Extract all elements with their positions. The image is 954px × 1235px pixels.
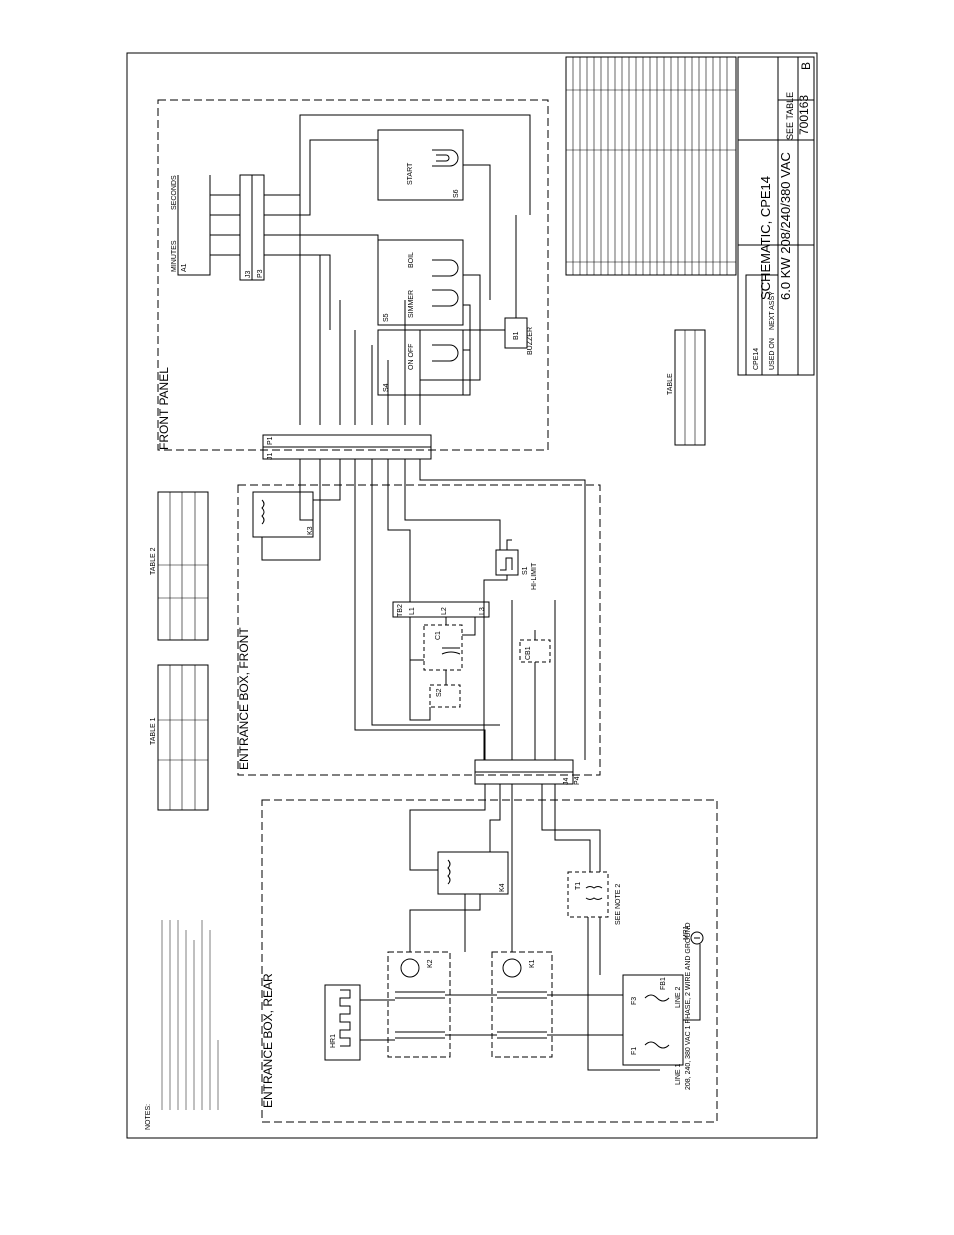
connector-j3-p3: J3 P3 bbox=[239, 174, 265, 281]
svg-text:S2: S2 bbox=[436, 688, 443, 697]
ground-mp1: MP1 bbox=[683, 926, 704, 945]
svg-text:K1: K1 bbox=[529, 959, 536, 968]
svg-text:S6: S6 bbox=[453, 189, 460, 198]
table-1: TABLE 1 bbox=[150, 664, 209, 811]
svg-text:LINE 1: LINE 1 bbox=[675, 1063, 682, 1085]
see-table-note: SEE TABLE bbox=[785, 92, 795, 140]
svg-text:ON OFF: ON OFF bbox=[408, 344, 415, 370]
svg-text:SEE NOTE 2: SEE NOTE 2 bbox=[615, 884, 622, 925]
heater-hr1: HR1 bbox=[324, 984, 361, 1061]
terminal-block-tb2: TB2 L1 L2 L3 bbox=[392, 601, 490, 618]
used-on-value: CPE14 bbox=[753, 348, 760, 370]
drawing-number: 700163 bbox=[797, 95, 811, 135]
parts-list-rows bbox=[566, 57, 736, 275]
switch-s6: S6 START bbox=[377, 129, 464, 201]
svg-text:K3: K3 bbox=[307, 526, 314, 535]
entrance-box-front-section: ENTRANCE BOX, FRONT K3 S1 HI-LIMIT TB2 L… bbox=[237, 459, 601, 776]
svg-text:J4: J4 bbox=[563, 778, 570, 786]
svg-text:SECONDS: SECONDS bbox=[171, 175, 178, 210]
connector-j4-p4: J4 P4 bbox=[474, 759, 581, 786]
relay-k4: K4 bbox=[437, 851, 509, 895]
notes: NOTES: bbox=[145, 920, 219, 1130]
entrance-box-rear-section: ENTRANCE BOX, REAR HR1 K2 K1 bbox=[261, 784, 718, 1123]
svg-text:A1: A1 bbox=[181, 263, 188, 272]
svg-text:C1: C1 bbox=[435, 631, 442, 640]
svg-text:S5: S5 bbox=[383, 313, 390, 322]
svg-text:B1: B1 bbox=[513, 331, 520, 340]
svg-text:MINUTES: MINUTES bbox=[171, 240, 178, 272]
svg-text:P3: P3 bbox=[257, 269, 264, 278]
svg-text:P4: P4 bbox=[574, 776, 581, 785]
entrance-front-label: ENTRANCE BOX, FRONT bbox=[237, 627, 251, 770]
front-panel-label: FRONT PANEL bbox=[157, 367, 171, 450]
svg-text:S4: S4 bbox=[383, 383, 390, 392]
table-title: TABLE bbox=[667, 373, 674, 395]
next-assy-label: NEXT ASSY bbox=[769, 291, 776, 330]
svg-text:BUZZER: BUZZER bbox=[527, 327, 534, 355]
svg-text:S1: S1 bbox=[522, 566, 529, 575]
svg-text:L3: L3 bbox=[479, 607, 486, 615]
svg-text:T1: T1 bbox=[575, 882, 582, 890]
svg-text:BOIL: BOIL bbox=[408, 252, 415, 268]
svg-text:SIMMER: SIMMER bbox=[408, 290, 415, 318]
svg-text:L2: L2 bbox=[441, 607, 448, 615]
svg-text:P1: P1 bbox=[267, 436, 274, 445]
timer-a1: A1 MINUTES SECONDS bbox=[171, 175, 240, 276]
drawing-revision: B bbox=[799, 62, 813, 70]
svg-text:L1: L1 bbox=[409, 607, 416, 615]
svg-text:MP1: MP1 bbox=[683, 926, 690, 941]
connector-j1-p1: J1 P1 bbox=[262, 434, 432, 461]
front-panel-section: FRONT PANEL A1 MINUTES SECONDS J3 P3 S6 … bbox=[157, 99, 549, 451]
capacitor-c1: C1 bbox=[423, 624, 463, 671]
drawing-title: SCHEMATIC, CPE14 bbox=[758, 176, 773, 300]
table-2-title: TABLE 2 bbox=[150, 547, 157, 575]
svg-text:TB2: TB2 bbox=[397, 604, 404, 617]
table-1-title: TABLE 1 bbox=[150, 717, 157, 745]
entrance-front-wiring bbox=[261, 459, 586, 760]
svg-text:FB1: FB1 bbox=[660, 977, 667, 990]
svg-text:LINE 2: LINE 2 bbox=[675, 986, 682, 1008]
svg-text:208, 240, 380 VAC 1 PHASE, 2 W: 208, 240, 380 VAC 1 PHASE, 2 WIRE AND GR… bbox=[685, 922, 692, 1090]
svg-text:START: START bbox=[407, 162, 414, 185]
drawing-border bbox=[126, 52, 818, 1139]
notes-heading: NOTES: bbox=[145, 1104, 152, 1130]
svg-text:K4: K4 bbox=[499, 883, 506, 892]
svg-text:J3: J3 bbox=[245, 271, 252, 279]
svg-text:CB1: CB1 bbox=[525, 646, 532, 660]
contactor-k1: K1 bbox=[491, 951, 553, 1058]
used-on-label: USED ON bbox=[769, 338, 776, 370]
relay-k3: K3 bbox=[252, 491, 314, 538]
buzzer-b1: B1 BUZZER bbox=[504, 317, 534, 355]
svg-text:J1: J1 bbox=[267, 453, 274, 461]
front-panel-wiring bbox=[264, 114, 531, 425]
table-2: TABLE 2 bbox=[150, 491, 209, 641]
breaker-cb1: CB1 bbox=[519, 639, 551, 663]
svg-text:K2: K2 bbox=[427, 959, 434, 968]
switch-s5: S5 SIMMER BOIL bbox=[377, 239, 464, 326]
entrance-rear-label: ENTRANCE BOX, REAR bbox=[261, 973, 275, 1108]
svg-text:HI-LIMIT: HI-LIMIT bbox=[531, 562, 538, 590]
drawing-subtitle: 6.0 KW 208/240/380 VAC bbox=[778, 152, 793, 300]
entrance-rear-wiring bbox=[360, 784, 701, 1071]
transformer-t1: T1 SEE NOTE 2 bbox=[567, 871, 622, 925]
contactor-k2: K2 bbox=[387, 951, 451, 1058]
hi-limit-s1: S1 HI-LIMIT bbox=[495, 549, 538, 590]
svg-text:F3: F3 bbox=[631, 997, 638, 1005]
fuse-block-fb1: FB1 F3 F1 LINE 2 LINE 1 208, 240, 380 VA… bbox=[622, 922, 692, 1090]
title-block: SCHEMATIC, CPE14 6.0 KW 208/240/380 VAC … bbox=[565, 56, 815, 446]
switch-s2: S2 bbox=[429, 684, 461, 708]
svg-text:F1: F1 bbox=[631, 1047, 638, 1055]
svg-text:HR1: HR1 bbox=[330, 1034, 337, 1048]
